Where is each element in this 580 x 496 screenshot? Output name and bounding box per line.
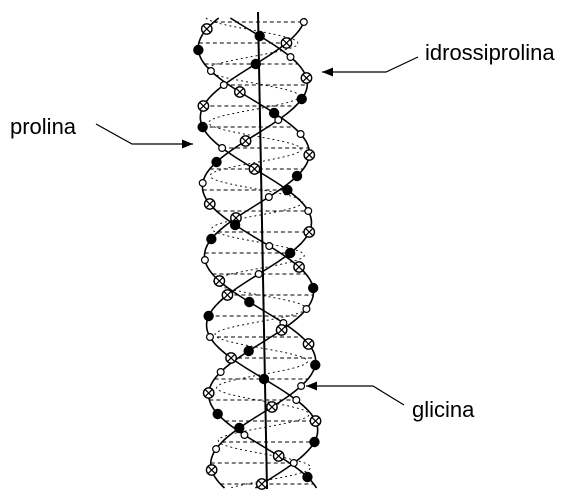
- hydroxyproline-residue: [213, 409, 223, 419]
- label-hydroxyproline: idrossiprolina: [425, 42, 555, 64]
- hydroxyproline-arrow: [322, 57, 418, 77]
- glycine-residue: [293, 397, 300, 404]
- glycine-residue: [220, 82, 227, 89]
- helix-axis-line: [258, 12, 267, 489]
- glycine-residue: [287, 54, 294, 61]
- glycine-residue: [275, 117, 282, 124]
- proline-residue: [204, 388, 214, 398]
- glycine-residue: [303, 306, 310, 313]
- hydroxyproline-residue: [285, 248, 295, 258]
- proline-residue: [202, 24, 212, 34]
- label-proline: prolina: [10, 116, 76, 138]
- hydroxyproline-residue: [197, 122, 207, 132]
- hydroxyproline-residue: [255, 31, 265, 41]
- glycine-residue: [219, 145, 226, 152]
- hydroxyproline-residue: [193, 45, 203, 55]
- proline-residue: [303, 339, 313, 349]
- hydroxyproline-residue: [310, 360, 320, 370]
- glycine-residue: [266, 243, 273, 250]
- proline-residue: [249, 164, 259, 174]
- hydroxyproline-residue: [244, 297, 254, 307]
- hydroxyproline-residue: [243, 346, 253, 356]
- glycine-residue: [298, 383, 305, 390]
- hydroxyproline-residue: [259, 374, 269, 384]
- proline-residue: [235, 87, 245, 97]
- proline-residue: [257, 479, 267, 489]
- proline-arrow: [96, 124, 193, 149]
- hydroxyproline-residue: [203, 311, 213, 321]
- glycine-residue: [207, 334, 214, 341]
- hydroxyproline-residue: [251, 59, 261, 69]
- hydroxyproline-residue: [309, 437, 319, 447]
- glycine-residue: [290, 460, 297, 467]
- glycine-residue: [241, 432, 248, 439]
- hydroxyproline-residue: [282, 185, 292, 195]
- hydroxyproline-residue: [292, 171, 302, 181]
- glycine-residue: [305, 208, 312, 215]
- hydroxyproline-residue: [206, 234, 216, 244]
- proline-residue: [281, 38, 291, 48]
- hydroxyproline-residue: [302, 472, 312, 482]
- proline-residue: [206, 465, 216, 475]
- proline-residue: [240, 136, 250, 146]
- glycine-residue: [217, 369, 224, 376]
- hydroxyproline-residue: [211, 157, 221, 167]
- label-glycine: glicina: [412, 399, 474, 421]
- proline-residue: [205, 199, 215, 209]
- proline-residue: [304, 227, 314, 237]
- proline-residue: [304, 150, 314, 160]
- proline-residue: [276, 325, 286, 335]
- glycine-arrow: [306, 382, 404, 406]
- glycine-residue: [297, 131, 304, 138]
- proline-residue: [294, 262, 304, 272]
- glycine-residue: [255, 271, 262, 278]
- glycine-residue: [213, 446, 220, 453]
- glycine-residue: [300, 19, 307, 26]
- hydroxyproline-residue: [308, 283, 318, 293]
- glycine-residue: [265, 194, 272, 201]
- proline-residue: [267, 402, 277, 412]
- proline-residue: [226, 353, 236, 363]
- proline-residue: [222, 290, 232, 300]
- proline-residue: [301, 73, 311, 83]
- proline-residue: [274, 451, 284, 461]
- glycine-residue: [208, 68, 215, 75]
- proline-residue: [214, 276, 224, 286]
- hydroxyproline-residue: [297, 94, 307, 104]
- glycine-residue: [202, 257, 209, 264]
- proline-residue: [198, 101, 208, 111]
- glycine-residue: [199, 180, 206, 187]
- hydroxyproline-residue: [230, 220, 240, 230]
- proline-residue: [310, 416, 320, 426]
